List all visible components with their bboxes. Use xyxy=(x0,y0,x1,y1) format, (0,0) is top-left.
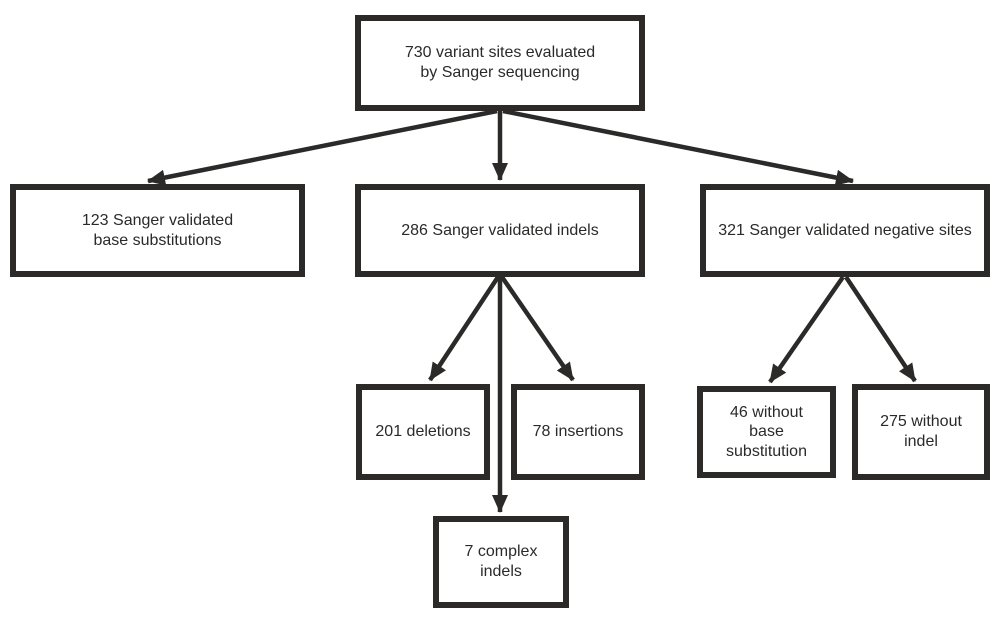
arrow-root-to-negative-sites xyxy=(502,108,854,186)
node-without-base-substitution-label: 46 without base substitution xyxy=(726,403,807,460)
node-indels-label: 286 Sanger validated indels xyxy=(401,221,599,239)
node-without-indel: 275 without indel xyxy=(852,384,990,480)
arrow-negative-to-without-indel xyxy=(844,275,917,383)
node-root-label: 730 variant sites evaluated by Sanger se… xyxy=(404,44,596,81)
node-without-base-substitution: 46 without base substitution xyxy=(697,386,836,478)
node-negative-sites: 321 Sanger validated negative sites xyxy=(700,184,990,277)
node-complex-indels-label: 7 complex indels xyxy=(464,543,538,580)
node-insertions-label: 78 insertions xyxy=(532,423,624,441)
arrow-indels-to-deletions xyxy=(428,275,500,382)
node-deletions: 201 deletions xyxy=(356,384,490,480)
arrow-indels-to-insertions xyxy=(500,275,575,382)
node-negative-sites-label: 321 Sanger validated negative sites xyxy=(718,221,972,239)
node-without-indel-label: 275 without indel xyxy=(880,413,962,450)
arrow-root-to-base-substitutions xyxy=(147,108,498,186)
node-deletions-label: 201 deletions xyxy=(375,423,471,441)
node-indels: 286 Sanger validated indels xyxy=(355,184,645,277)
node-insertions: 78 insertions xyxy=(511,384,645,480)
arrow-negative-to-without-base-substitution xyxy=(768,275,845,384)
node-base-substitutions: 123 Sanger validated base substitutions xyxy=(10,184,305,277)
node-root: 730 variant sites evaluated by Sanger se… xyxy=(355,15,645,111)
node-complex-indels: 7 complex indels xyxy=(433,516,569,608)
node-base-substitutions-label: 123 Sanger validated base substitutions xyxy=(81,211,234,249)
